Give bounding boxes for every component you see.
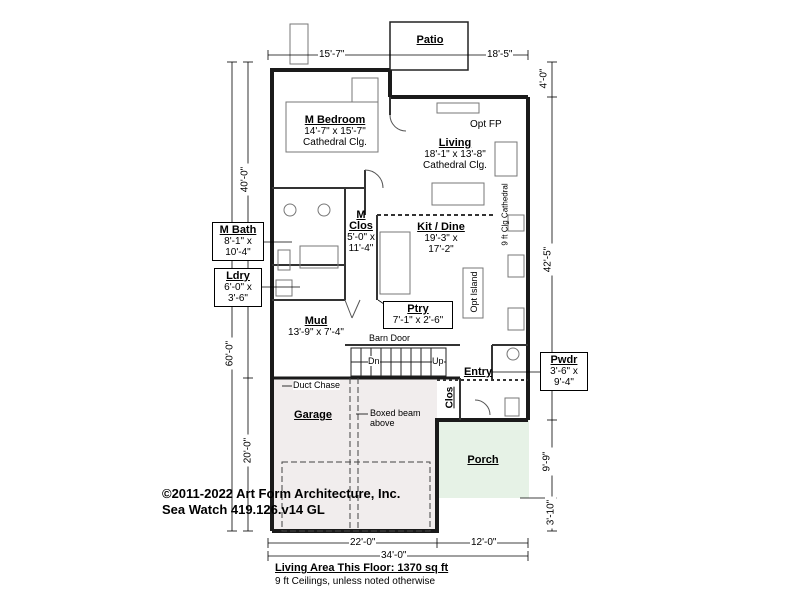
clos-label: Clos [444,386,456,409]
opt-fp-label: Opt FP [470,119,502,130]
porch-floor [437,420,529,498]
opt-island-label: Opt Island [469,271,479,313]
patio-label: Patio [416,34,444,46]
boxed-beam-label: Boxed beam above [370,408,421,428]
dim-left-upper: 40'-0" [239,163,251,196]
living-name: Living [438,137,472,149]
ldry-size-2: 3'-6" [228,293,248,304]
mud-label: Mud 13'-9" x 7'-4" [276,315,356,339]
living-note: Cathedral Clg. [423,160,487,171]
copyright-line2: Sea Watch 419.126.v14 GL [162,502,325,517]
duct-chase-label: Duct Chase [293,380,341,390]
ptry-name: Ptry [407,303,429,315]
m-bath-size-1: 8'-1" x [224,236,252,247]
m-bath-size-2: 10'-4" [225,247,251,258]
m-bedroom-size: 14'-7" x 15'-7" [304,126,366,137]
dim-top-right: 18'-5" [486,49,514,60]
garage-label: Garage [294,409,332,421]
boxed-beam-line2: above [370,418,395,428]
living-size: 18'-1" x 13'-8" [424,149,486,160]
dim-right-main: 42'-5" [542,243,554,276]
pwdr-size-2: 9'-4" [554,377,574,388]
living-area-note: Living Area This Floor: 1370 sq ft [275,562,449,574]
m-clos-size-2: 11'-4" [348,243,374,254]
living-label: Living 18'-1" x 13'-8" Cathedral Clg. [410,137,500,172]
ldry-label: Ldry 6'-0" x 3'-6" [214,268,262,307]
m-bedroom-name: M Bedroom [304,114,366,126]
kit-dine-size-2: 17'-2" [428,244,454,255]
door-swings [344,114,491,416]
boxed-beam-line1: Boxed beam [370,408,421,418]
m-clos-size-1: 5'-0" x [347,232,375,243]
m-clos-name-2: Clos [349,220,373,232]
pwdr-label: Pwdr 3'-6" x 9'-4" [540,352,588,391]
ldry-size-1: 6'-0" x [224,282,252,293]
dim-bottom-overall: 34'-0" [380,550,408,561]
mud-size: 13'-9" x 7'-4" [288,327,344,338]
up-label: Up [432,356,444,366]
ceiling-note-label: 9 ft Clg Cathedral [500,183,510,246]
interior-walls [272,97,528,420]
garage-floor [272,378,437,531]
entry-label: Entry [463,366,493,378]
m-bedroom-note: Cathedral Clg. [303,137,367,148]
dim-bottom-right: 12'-0" [470,537,498,548]
m-bath-label: M Bath 8'-1" x 10'-4" [212,222,264,261]
copyright-block: ©2011-2022 Art Form Architecture, Inc. S… [162,486,400,518]
kit-dine-name: Kit / Dine [417,221,465,233]
patio-outline [389,21,469,71]
barn-door-label: Barn Door [369,333,411,343]
dim-left-overall: 60'-0" [224,337,236,370]
ptry-size: 7'-1" x 2'-6" [392,315,444,326]
m-bedroom-label: M Bedroom 14'-7" x 15'-7" Cathedral Clg. [290,114,380,149]
m-clos-name-1: M [356,209,366,221]
copyright-line1: ©2011-2022 Art Form Architecture, Inc. [162,486,401,501]
garage-door-outline [281,461,431,532]
ldry-name: Ldry [226,270,250,282]
mud-name: Mud [304,315,328,327]
dim-right-top: 4'-0" [538,64,550,93]
kit-dine-label: Kit / Dine 19'-3" x 17'-2" [408,221,474,256]
porch-label: Porch [467,454,499,466]
pwdr-size-1: 3'-6" x [550,366,578,377]
pwdr-name: Pwdr [550,354,578,366]
dim-right-bottom: 3'-10" [545,496,557,529]
dim-bottom-left: 22'-0" [349,537,377,548]
kit-dine-size-1: 19'-3" x [424,233,458,244]
dn-label: Dn [368,356,380,366]
furniture [275,23,525,417]
ptry-label: Ptry 7'-1" x 2'-6" [383,301,453,329]
dim-right-porch: 9'-9" [541,447,553,476]
dim-top-left: 15'-7" [318,49,346,60]
dim-left-lower: 20'-0" [242,434,254,467]
ceilings-note: 9 ft Ceilings, unless noted otherwise [275,576,436,587]
m-clos-label: M Clos 5'-0" x 11'-4" [336,209,386,255]
m-bath-name: M Bath [219,224,257,236]
stairs [350,347,447,377]
